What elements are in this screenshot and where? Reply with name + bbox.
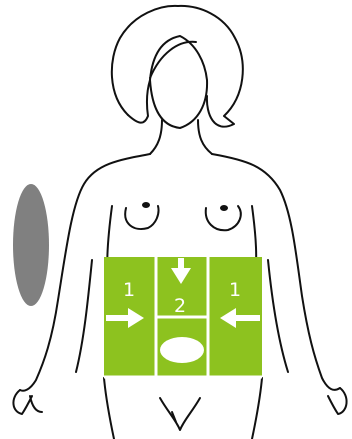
oval-icon xyxy=(160,337,204,363)
groin-line xyxy=(160,398,200,430)
right-hip xyxy=(252,378,262,439)
zone-left-label: 1 xyxy=(123,279,135,301)
right-hand xyxy=(328,388,347,414)
hair-left-strand xyxy=(128,80,150,123)
zone-center-label: 2 xyxy=(174,295,186,317)
zone-right-label: 1 xyxy=(229,279,241,301)
hairline xyxy=(150,42,196,78)
left-nipple xyxy=(142,202,150,208)
left-breast xyxy=(125,206,158,229)
gray-oval-marker xyxy=(13,184,49,306)
left-hip xyxy=(104,378,114,439)
left-hand xyxy=(13,390,42,414)
face-outline xyxy=(150,36,207,128)
neck-left xyxy=(150,120,162,154)
right-nipple xyxy=(220,205,228,211)
hair-outline xyxy=(112,6,243,127)
neck-right xyxy=(198,120,212,154)
